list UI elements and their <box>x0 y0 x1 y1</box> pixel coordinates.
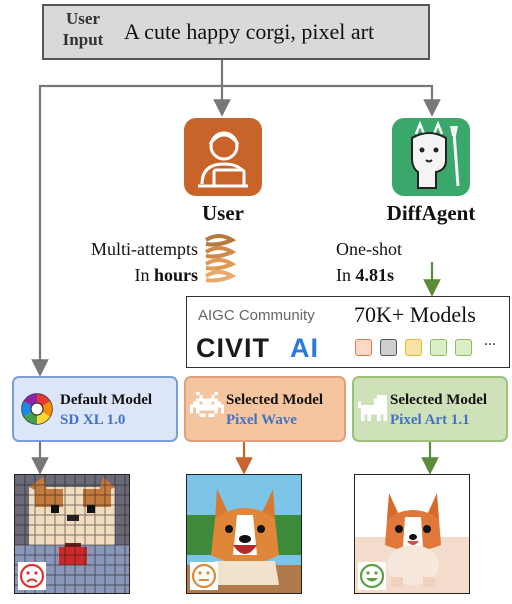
agent-note-prefix: One-shot <box>336 239 402 259</box>
pixelwave-result-image <box>186 474 302 594</box>
pixelart-model-title: Selected Model <box>390 392 488 408</box>
neutral-face-icon <box>190 562 218 590</box>
civitai-logo-text-ai: AI <box>290 334 319 360</box>
more-models-ellipsis: ... <box>484 332 496 349</box>
model-swatch <box>380 339 397 356</box>
happy-face-icon <box>358 562 386 590</box>
civitai-logo: CIVIT AI <box>196 333 342 363</box>
default-model-name: SD XL 1.0 <box>60 412 126 428</box>
sad-face-icon <box>18 562 46 590</box>
model-swatch <box>355 339 372 356</box>
pixelart-model-card: Selected Model Pixel Art 1.1 <box>352 376 508 442</box>
model-swatch <box>455 339 472 356</box>
space-invader-icon <box>190 392 224 420</box>
user-laptop-icon <box>184 118 262 196</box>
user-title: User <box>202 201 244 225</box>
user-time-note: Multi-attempts In hours <box>52 236 198 288</box>
default-model-title: Default Model <box>60 392 153 408</box>
user-input-label: User Input <box>62 9 104 49</box>
default-model-card: Default Model SD XL 1.0 <box>12 376 178 442</box>
model-swatch <box>430 339 447 356</box>
pixelart-model-name: Pixel Art 1.1 <box>390 412 470 428</box>
input-to-default-arrow <box>31 84 222 377</box>
llama-painter-icon <box>392 118 470 196</box>
user-input-box <box>42 4 430 60</box>
color-wheel-icon <box>20 392 54 426</box>
models-count: 70K+ Models <box>354 302 476 327</box>
pixelart-result-image <box>354 474 470 594</box>
community-box <box>186 296 510 368</box>
input-to-agent-arrow <box>222 84 441 117</box>
pixel-dog-icon <box>358 392 390 424</box>
user-note-prefix: Multi-attempts <box>91 239 198 259</box>
agent-time-note: One-shot In 4.81s <box>336 236 456 288</box>
model-swatch <box>405 339 422 356</box>
user-note-time: hours <box>153 265 198 285</box>
pixelwave-model-title: Selected Model <box>226 392 324 408</box>
spiral-icon <box>202 234 237 286</box>
civitai-logo-text: CIVIT <box>196 334 270 360</box>
default-result-image <box>14 474 130 594</box>
diffagent-title: DiffAgent <box>386 201 476 225</box>
pixelwave-model-name: Pixel Wave <box>226 412 297 428</box>
agent-note-time: 4.81s <box>355 265 395 285</box>
pixelwave-model-card: Selected Model Pixel Wave <box>184 376 346 442</box>
community-label: AIGC Community <box>198 307 315 324</box>
prompt-text: A cute happy corgi, pixel art <box>124 19 375 44</box>
